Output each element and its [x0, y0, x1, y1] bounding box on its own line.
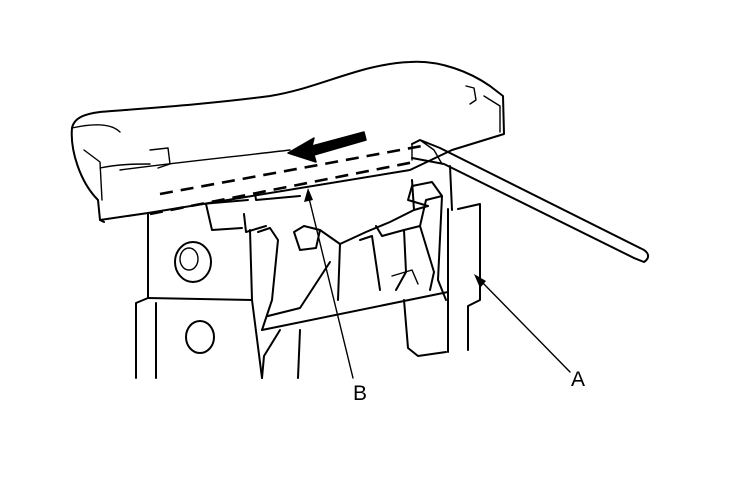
callout-label-a: A [571, 368, 585, 391]
screwdriver-icon [411, 139, 650, 263]
top-cap [70, 60, 505, 223]
dashed-joint-line-b [149, 144, 423, 216]
leader-lines [304, 188, 571, 379]
arrow-left-icon [287, 131, 367, 163]
callout-label-b: B [353, 382, 367, 405]
